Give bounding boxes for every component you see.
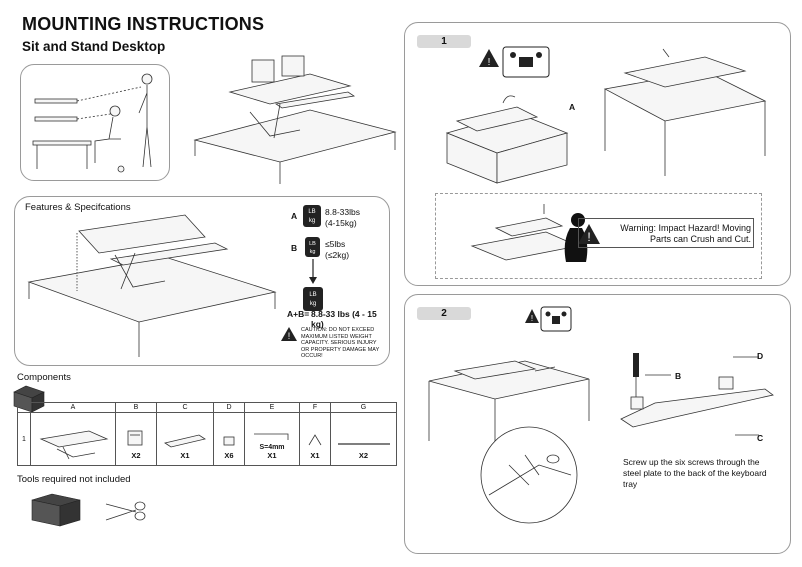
table-row: 1 X2 X1 X6 S=4mm X1 X1 — [17, 412, 397, 466]
warning-area: ! Warning: Impact Hazard! Moving Parts c… — [435, 193, 762, 279]
svg-text:!: ! — [587, 230, 590, 244]
quantity: X1 — [267, 451, 277, 460]
tools-heading: Tools required not included — [17, 474, 131, 485]
step-2-instruction: Screw up the six screws through the stee… — [623, 457, 767, 489]
clip-icon — [308, 434, 322, 446]
column-header: A — [30, 402, 116, 413]
tray-attach-illustration — [428, 360, 590, 441]
step-number-badge: 2 — [417, 307, 471, 320]
callout-a: A — [569, 102, 576, 112]
components-heading: Components — [17, 372, 71, 383]
column-header: F — [299, 402, 331, 413]
screw-icon — [223, 436, 235, 446]
svg-text:!: ! — [488, 57, 491, 68]
step-number-badge: 1 — [417, 35, 471, 48]
desk-placement-illustration — [603, 48, 767, 176]
desk-overview-illustration — [190, 52, 400, 187]
svg-text:!: ! — [288, 331, 291, 341]
component-cell: X1 — [299, 412, 331, 466]
row-label: 1 — [17, 412, 31, 466]
svg-text:!: ! — [531, 314, 533, 323]
rod-icon — [337, 443, 390, 445]
warning-icon: ! — [578, 224, 600, 244]
load-b-weight-kg: (≤2kg) — [325, 250, 350, 260]
step-2-panel: 2 ! B D C Screw up the six screws throug… — [404, 294, 791, 554]
column-header: E — [244, 402, 300, 413]
page-title: MOUNTING INSTRUCTIONS — [22, 14, 265, 34]
bracket-icon — [127, 430, 143, 446]
hex-key-icon — [254, 433, 289, 440]
quantity: X6 — [224, 451, 234, 460]
keyboard-tray-icon — [164, 434, 206, 448]
arrow-down-icon — [309, 259, 317, 284]
quantity: X1 — [180, 451, 190, 460]
caution-text: CAUTION: DO NOT EXCEED MAXIMUM LISTED WE… — [301, 327, 380, 360]
warning-icon: ! — [281, 327, 297, 341]
load-sum-label: A+B= — [287, 309, 310, 319]
scissors-icon — [105, 501, 146, 521]
column-header: B — [115, 402, 157, 413]
desk-dimensions-illustration — [27, 214, 277, 357]
callout-d: D — [757, 351, 764, 361]
two-person-lift-icon: ! — [479, 46, 550, 78]
load-a-label: A — [291, 211, 298, 221]
component-cell: X2 — [330, 412, 397, 466]
page-subtitle: Sit and Stand Desktop — [22, 39, 166, 54]
two-person-lift-icon: ! — [525, 306, 572, 332]
component-cell — [30, 412, 116, 466]
step-1-panel: 1 ! A ! Warning: Impact Hazard! Moving — [404, 22, 791, 286]
unboxing-illustration — [445, 95, 569, 184]
quantity: X2 — [131, 451, 141, 460]
column-header: D — [213, 402, 245, 413]
quantity: X1 — [310, 451, 320, 460]
component-cell: X6 — [213, 412, 245, 466]
load-b-weight: ≤5lbs — [325, 239, 346, 249]
component-cell: X2 — [115, 412, 157, 466]
callout-b: B — [675, 371, 682, 381]
sit-stand-figure-illustration — [32, 73, 153, 173]
desk-unit-illustration — [39, 430, 109, 460]
quantity: X2 — [358, 451, 369, 460]
callout-c: C — [757, 433, 764, 443]
component-cell: S=4mm X1 — [244, 412, 300, 466]
features-heading: Features & Specifcations — [25, 202, 131, 213]
table-corner — [17, 402, 31, 413]
height-illustration-panel — [20, 64, 170, 181]
screw-attach-illustration — [620, 353, 774, 436]
tool-size: S=4mm — [259, 444, 285, 451]
load-b-label: B — [291, 243, 298, 253]
component-cell: X1 — [156, 412, 214, 466]
column-header: G — [330, 402, 397, 413]
components-table: A B C D E F G 1 X2 X1 X6 S=4mm — [17, 402, 397, 466]
load-sum-weight: 8.8-33 lbs (4 - 15 kg) — [311, 309, 377, 329]
toolbox-icon — [31, 493, 81, 527]
detail-zoom-illustration — [480, 426, 578, 524]
load-a-weight: 8.8-33lbs — [325, 207, 360, 217]
warning-text: Warning: Impact Hazard! Moving Parts can… — [578, 218, 754, 248]
column-header: C — [156, 402, 214, 413]
load-a-weight-kg: (4-15kg) — [325, 218, 357, 228]
